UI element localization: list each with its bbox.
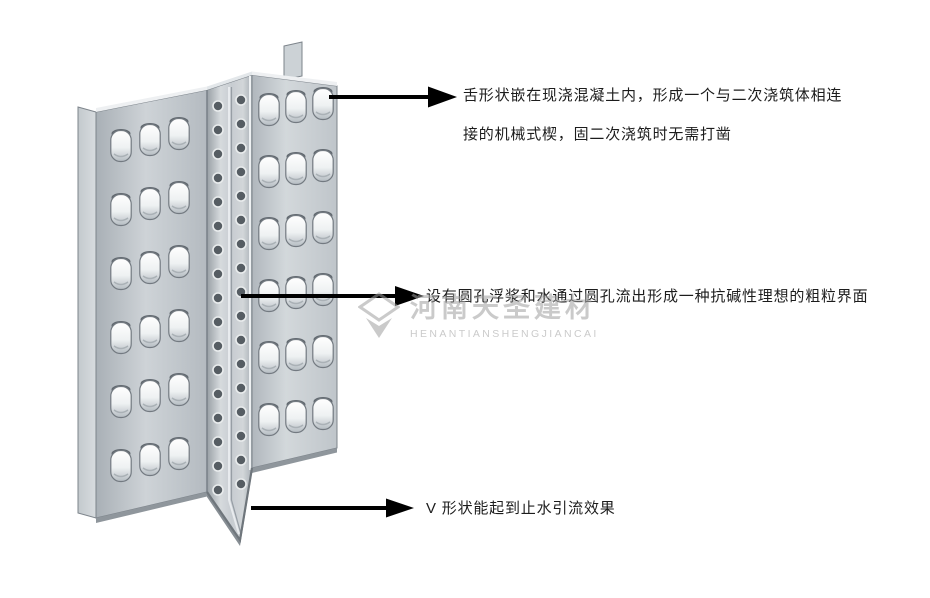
drain-hole [212, 124, 224, 136]
drain-hole [212, 316, 224, 328]
tongue-tab [168, 116, 190, 151]
drain-hole [212, 412, 224, 424]
tongue-tab [110, 320, 132, 355]
tongue-tab [312, 396, 334, 431]
tongue-tab [139, 378, 161, 413]
callout-arrow-tongue [329, 86, 457, 108]
tongue-tab [110, 384, 132, 419]
drain-hole [212, 148, 224, 160]
drain-hole [212, 364, 224, 376]
tongue-tab [139, 314, 161, 349]
tongue-tab [139, 250, 161, 285]
drain-hole [235, 190, 247, 202]
drain-hole [235, 454, 247, 466]
tongue-tab [168, 436, 190, 471]
drain-hole [235, 94, 247, 106]
drain-hole [212, 196, 224, 208]
tongue-tab [139, 186, 161, 221]
drain-hole [212, 436, 224, 448]
drain-hole [235, 214, 247, 226]
tongue-tab [312, 334, 334, 369]
top-edge-bands [96, 71, 337, 112]
drain-hole [235, 118, 247, 130]
tongue-tab [110, 128, 132, 163]
drain-hole [235, 430, 247, 442]
tongue-tab [312, 86, 334, 121]
annotation-tongue-line-1: 舌形状嵌在现浇混凝土内，形成一个与二次浇筑体相连 [463, 87, 843, 104]
tongue-tab [168, 244, 190, 279]
tongue-tab [258, 92, 280, 127]
drain-hole [212, 340, 224, 352]
tongue-tab [139, 442, 161, 477]
drain-hole [212, 484, 224, 496]
drain-hole [235, 478, 247, 490]
tongue-tab [258, 216, 280, 251]
drain-hole [212, 100, 224, 112]
drain-hole [212, 292, 224, 304]
drain-hole [235, 406, 247, 418]
tongue-tab [168, 372, 190, 407]
arrowhead-icon [428, 86, 457, 108]
drain-hole [212, 268, 224, 280]
arrowhead-icon [395, 286, 424, 306]
annotation-tongue-line-2: 接的机械式楔，固二次浇筑时无需打凿 [463, 126, 732, 143]
drain-hole [235, 142, 247, 154]
tongue-tab [285, 337, 307, 372]
drain-hole [235, 358, 247, 370]
drain-hole [212, 388, 224, 400]
tongue-tab [168, 180, 190, 215]
tongue-tab [110, 448, 132, 483]
tongue-tab [258, 154, 280, 189]
drain-hole [235, 238, 247, 250]
arrowhead-icon [386, 498, 414, 518]
annotation-holes: 设有圆孔浮浆和水通过圆孔流出形成一种抗碱性理想的粗粒界面 [426, 287, 868, 326]
tongue-tab [168, 308, 190, 343]
drain-hole [235, 262, 247, 274]
tongue-tab [312, 148, 334, 183]
tongue-tab [285, 399, 307, 434]
tongue-tab [312, 210, 334, 245]
tongue-tab [285, 213, 307, 248]
callout-arrow-v-shape [251, 498, 414, 518]
drain-hole [235, 166, 247, 178]
drain-hole [212, 244, 224, 256]
tongue-tab [110, 192, 132, 227]
drain-hole [235, 334, 247, 346]
fold-lines [206, 76, 254, 543]
drain-hole [212, 460, 224, 472]
tongue-tab [285, 275, 307, 310]
tongue-tab [258, 340, 280, 375]
tongue-tab [110, 256, 132, 291]
tongue-tab [139, 122, 161, 157]
annotation-tongue: 舌形状嵌在现浇混凝土内，形成一个与二次浇筑体相连 接的机械式楔，固二次浇筑时无需… [463, 86, 842, 164]
drain-hole [212, 172, 224, 184]
tongue-tab [285, 89, 307, 124]
annotation-v-shape-line-1: V 形状能起到止水引流效果 [426, 500, 616, 517]
drain-hole [235, 382, 247, 394]
top-anchor-tab [283, 41, 303, 81]
drain-hole [235, 310, 247, 322]
drain-hole [212, 220, 224, 232]
left-flange [77, 106, 97, 519]
tongue-tab [312, 272, 334, 307]
tongue-tab [285, 151, 307, 186]
annotation-v-shape: V 形状能起到止水引流效果 [426, 499, 616, 538]
annotation-holes-line-1: 设有圆孔浮浆和水通过圆孔流出形成一种抗碱性理想的粗粒界面 [426, 288, 869, 305]
tongue-tab [258, 402, 280, 437]
